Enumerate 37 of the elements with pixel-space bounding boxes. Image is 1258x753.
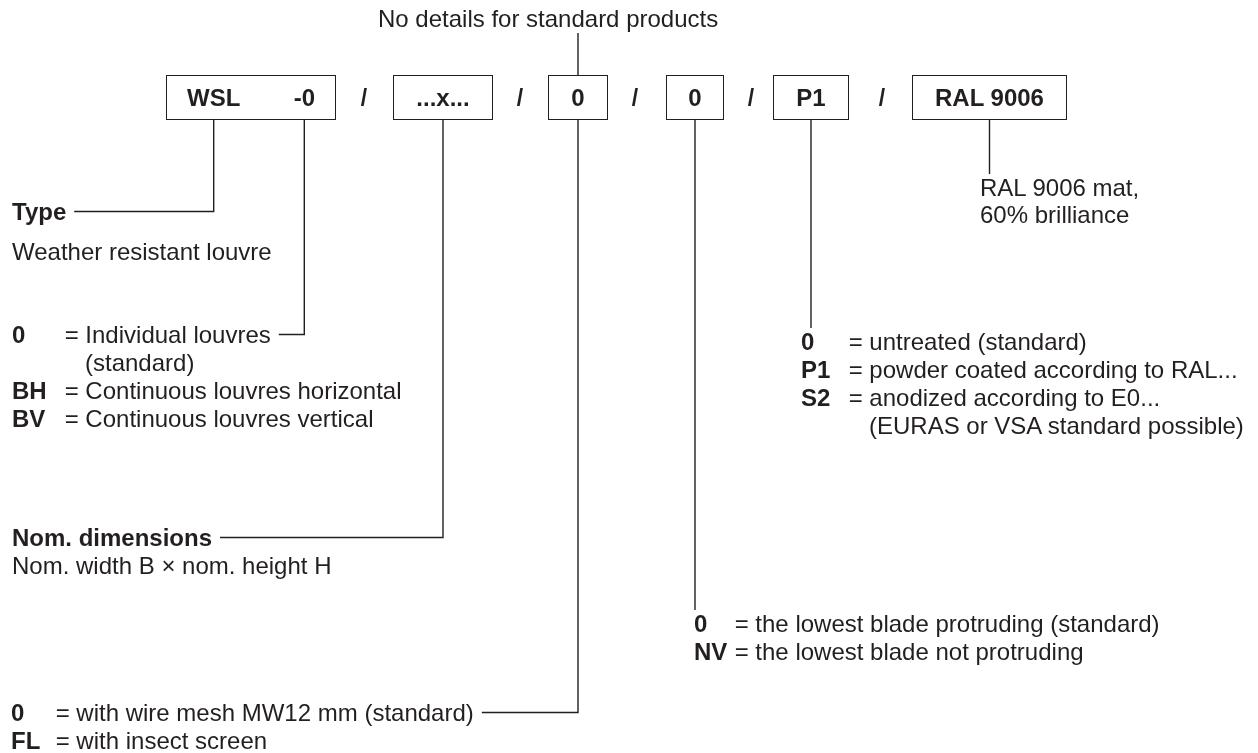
- option-text: 0 = untreated (standard): [801, 328, 1087, 356]
- option-text: S2 = anodized according to E0... (EURAS or VSA standard possible): [801, 384, 1245, 440]
- option-text: FL = with insect screen: [11, 727, 268, 753]
- code-box: P1: [773, 75, 849, 120]
- leader-line: [73, 119, 215, 213]
- separator: /: [747, 84, 755, 112]
- option-text: 0 = Individual louvres (standard): [12, 321, 272, 377]
- separator: /: [360, 84, 368, 112]
- leader-line: [577, 32, 579, 76]
- option-text: P1 = powder coated according to RAL...: [801, 356, 1238, 384]
- code-text: -0: [293, 83, 315, 112]
- code-box: RAL 9006: [912, 75, 1067, 120]
- option-text: BH = Continuous louvres horizontal: [12, 377, 402, 405]
- leader-line: [278, 119, 305, 336]
- leader-line: [481, 119, 579, 714]
- leader-line: [694, 119, 696, 611]
- separator: /: [631, 84, 639, 112]
- option-text: BV = Continuous louvres vertical: [12, 405, 374, 433]
- note-text: RAL 9006 mat, 60% brilliance: [980, 174, 1152, 228]
- code-box: 0: [548, 75, 608, 120]
- code-box: ...x...: [393, 75, 493, 120]
- code-box: [166, 75, 336, 120]
- option-text: 0 = the lowest blade protruding (standard): [694, 610, 1160, 638]
- leader-line: [219, 119, 444, 539]
- option-text: NV = the lowest blade not protruding: [694, 638, 1084, 666]
- code-box: 0: [666, 75, 724, 120]
- heading: Type: [12, 198, 67, 226]
- leader-line: [810, 119, 812, 329]
- heading: Nom. dimensions: [12, 524, 213, 552]
- description-text: Nom. width B × nom. height H: [12, 552, 332, 580]
- leader-line: [988, 119, 991, 175]
- description-text: Weather resistant louvre: [12, 238, 272, 266]
- separator: /: [516, 84, 524, 112]
- code-text: WSL: [187, 83, 241, 112]
- option-text: 0 = with wire mesh MW12 mm (standard): [11, 699, 474, 727]
- note-text: No details for standard products: [378, 5, 719, 33]
- separator: /: [878, 84, 886, 112]
